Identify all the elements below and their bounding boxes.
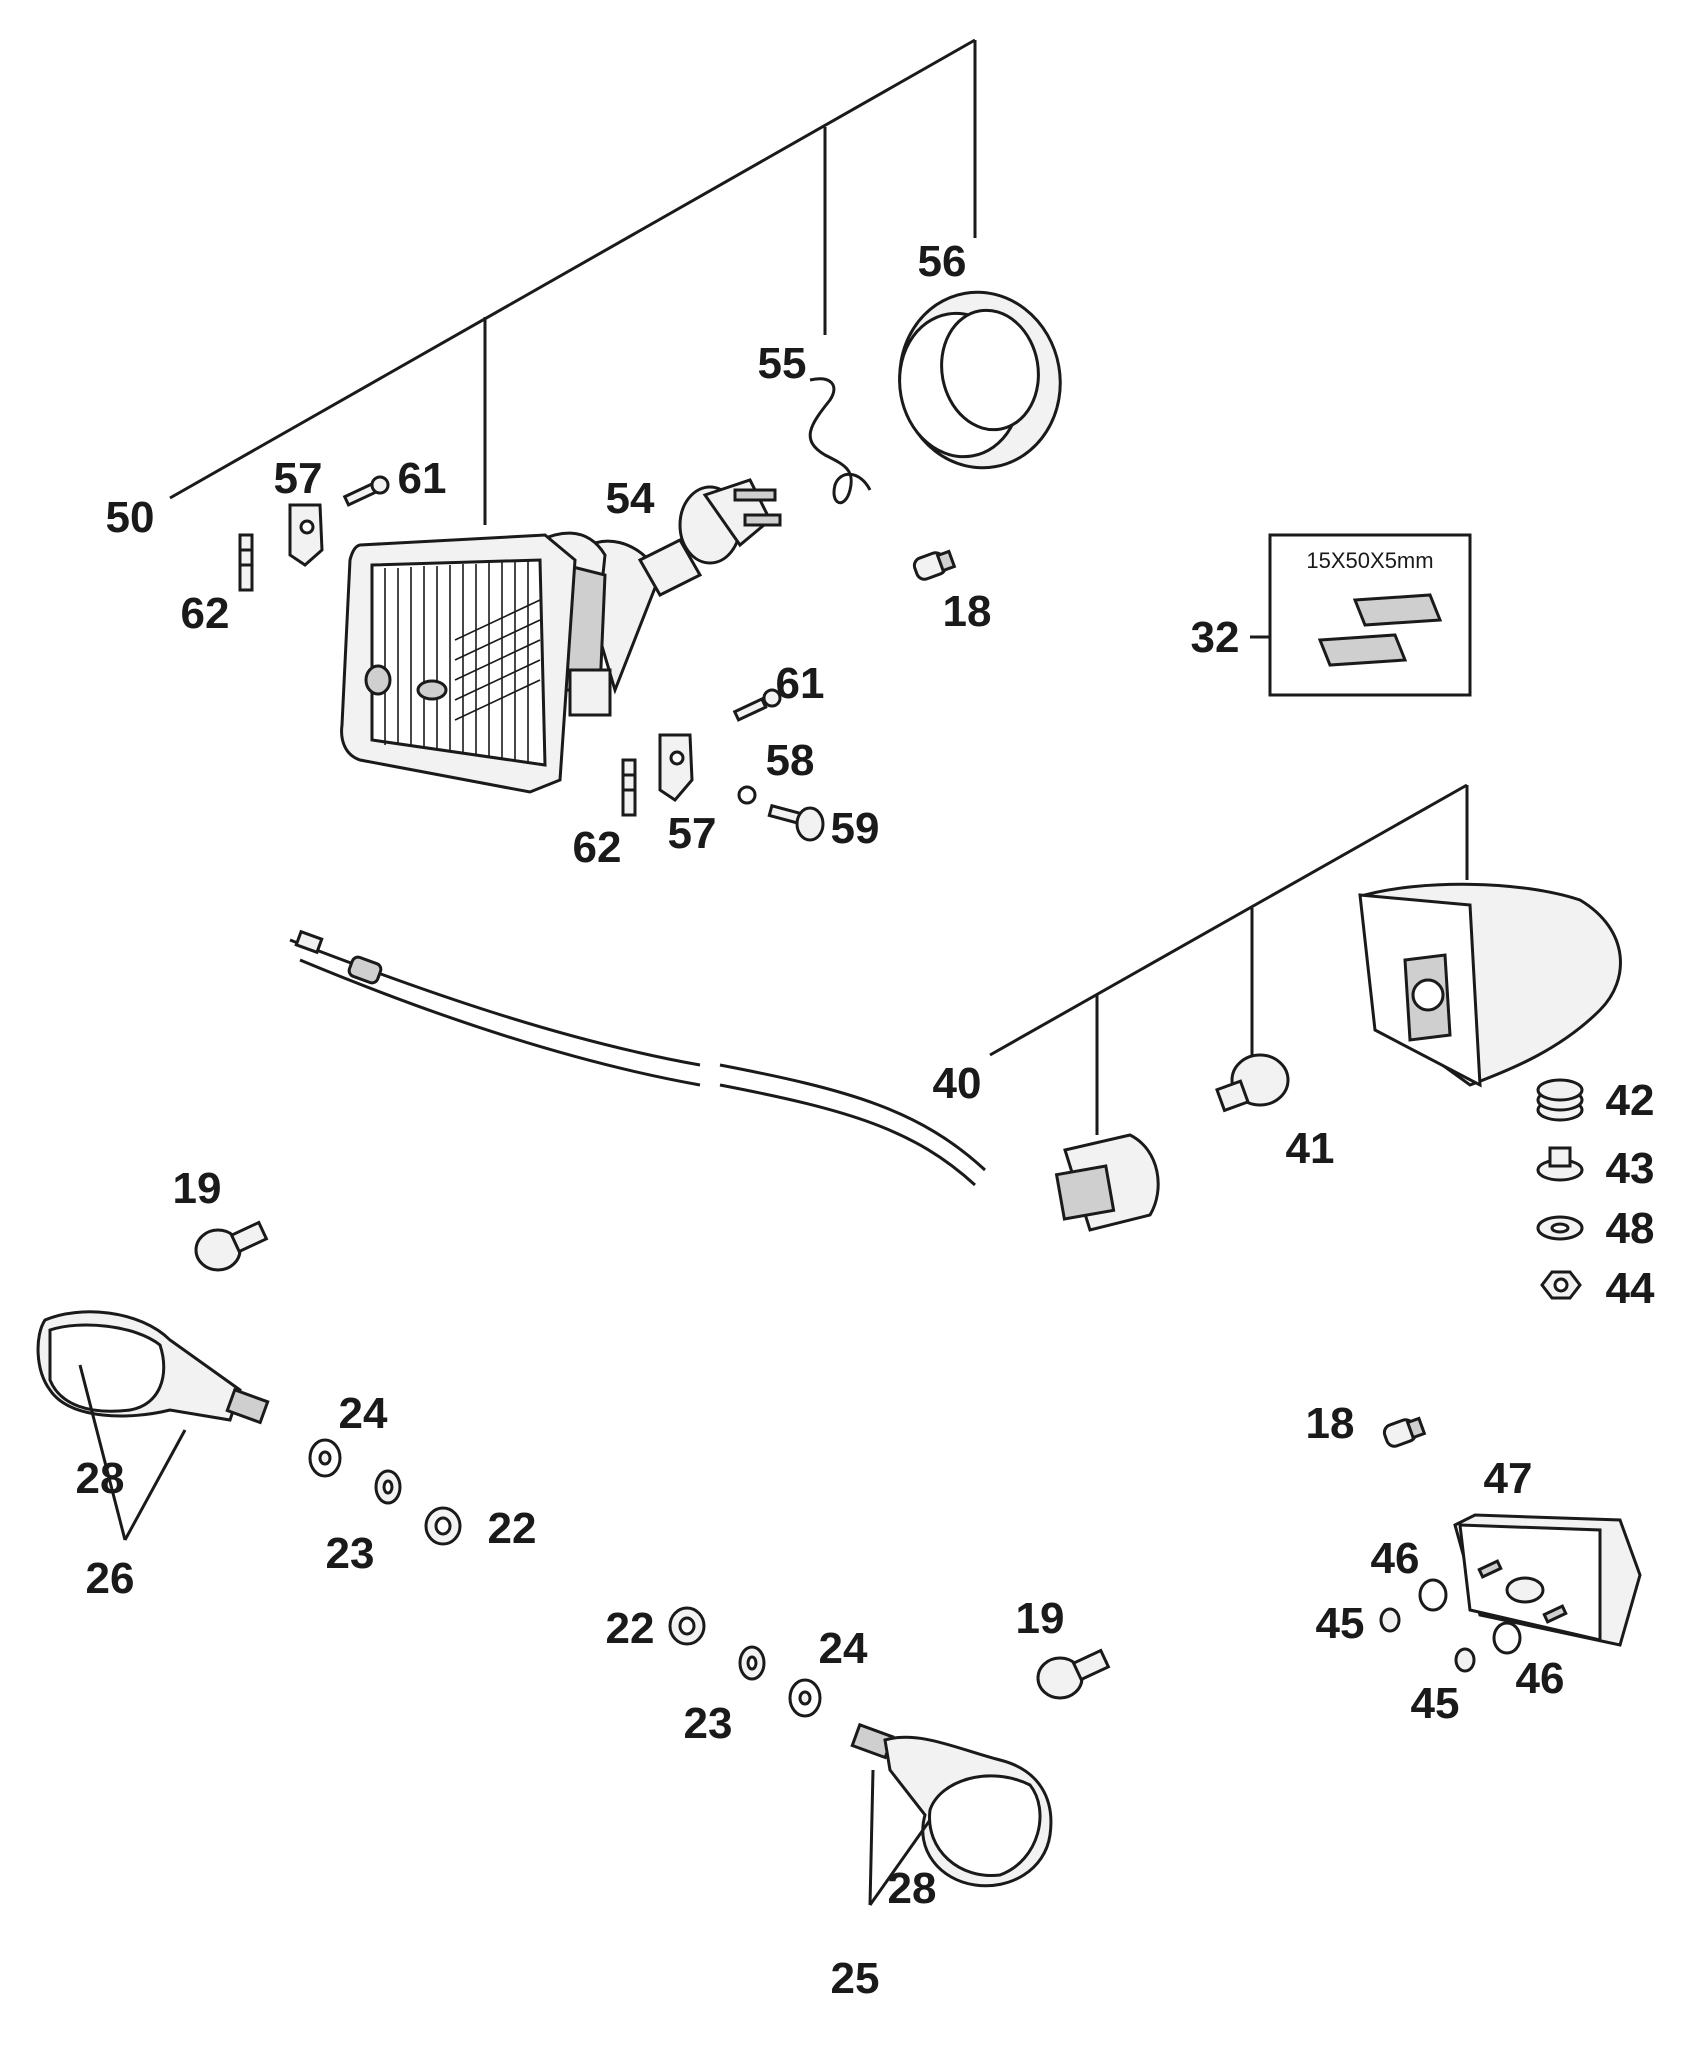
washer-58 (737, 785, 757, 805)
nut-45-lower (1454, 1647, 1476, 1673)
nut-23-left (374, 1469, 402, 1505)
bulb-socket (1054, 1133, 1160, 1232)
callout-62-upper: 62 (181, 589, 230, 638)
callout-46-lower: 46 (1516, 1654, 1565, 1703)
nut-23-right (738, 1645, 766, 1681)
cable (289, 929, 987, 1187)
callout-24-left: 24 (339, 1389, 388, 1438)
callout-45-lower: 45 (1411, 1679, 1460, 1728)
leader-26 (78, 1364, 187, 1541)
clip-upper (238, 533, 254, 592)
callout-24-right: 24 (819, 1624, 868, 1673)
screw-upper (342, 475, 390, 507)
callout-44: 44 (1606, 1264, 1655, 1313)
washer-24-right (788, 1678, 822, 1718)
callout-28-left: 28 (76, 1454, 125, 1503)
headlight-lens-hatch (384, 561, 541, 764)
callout-57-lower: 57 (668, 809, 717, 858)
grommet-42 (1536, 1078, 1584, 1122)
washer-46-lower (1492, 1621, 1522, 1655)
callout-56: 56 (918, 237, 967, 286)
callout-28-right: 28 (888, 1864, 937, 1913)
washer-24-left (308, 1438, 342, 1478)
callout-45-upper: 45 (1316, 1599, 1365, 1648)
spring-clip-55 (808, 377, 872, 504)
callout-41: 41 (1286, 1124, 1335, 1173)
ring-56 (898, 290, 1062, 470)
small-bulb-lower (1382, 1416, 1427, 1448)
turn-signal-left (36, 1310, 270, 1425)
callout-25: 25 (831, 1954, 880, 2003)
callout-labels: 50 57 61 62 54 55 56 18 32 61 58 59 57 6… (76, 237, 1655, 2003)
taillight-housing (1358, 882, 1622, 1088)
headlight-leader-lines (169, 38, 977, 525)
bulb-54 (637, 478, 782, 597)
washer-48 (1536, 1215, 1584, 1241)
license-light-47 (1453, 1513, 1642, 1647)
nut-22-left (424, 1506, 462, 1546)
screw-lower (732, 688, 782, 722)
callout-40: 40 (933, 1059, 982, 1108)
small-bulb-upper (912, 549, 957, 581)
spec-box-text: 15X50X5mm (1306, 548, 1433, 573)
bracket-lower (658, 733, 694, 802)
nut-43 (1536, 1146, 1584, 1182)
turn-signal-right (850, 1722, 1053, 1888)
taillight-leader-lines (989, 783, 1469, 1135)
callout-32: 32 (1191, 613, 1240, 662)
callout-62-lower: 62 (573, 823, 622, 872)
callout-18-upper: 18 (943, 587, 992, 636)
callout-48: 48 (1606, 1204, 1655, 1253)
callout-47: 47 (1484, 1454, 1533, 1503)
callout-23-left: 23 (326, 1529, 375, 1578)
bolt-59 (767, 803, 825, 842)
callout-18-lower: 18 (1306, 1399, 1355, 1448)
callout-55: 55 (758, 339, 807, 388)
bulb-41 (1215, 1053, 1290, 1113)
bulb-19-right (1036, 1648, 1111, 1700)
bracket-upper (288, 503, 324, 567)
callout-26: 26 (86, 1554, 135, 1603)
spec-box: 15X50X5mm (1250, 533, 1472, 697)
callout-22-left: 22 (488, 1504, 537, 1553)
leader-25 (868, 1769, 932, 1906)
callout-54: 54 (606, 474, 655, 523)
callout-46-upper: 46 (1371, 1534, 1420, 1583)
callout-43: 43 (1606, 1144, 1655, 1193)
clip-lower (621, 758, 637, 817)
callout-42: 42 (1606, 1076, 1655, 1125)
washer-46-upper (1418, 1578, 1448, 1612)
callout-23-right: 23 (684, 1699, 733, 1748)
callout-57-upper: 57 (274, 454, 323, 503)
nut-45-upper (1379, 1607, 1401, 1633)
callout-22-right: 22 (606, 1604, 655, 1653)
nut-44 (1540, 1270, 1582, 1300)
callout-61-upper: 61 (398, 454, 447, 503)
callout-59: 59 (831, 804, 880, 853)
callout-19-left: 19 (173, 1164, 222, 1213)
callout-19-right: 19 (1016, 1594, 1065, 1643)
bulb-19-left (194, 1220, 269, 1272)
callout-61-lower: 61 (776, 659, 825, 708)
nut-22-right (668, 1606, 706, 1646)
headlight-housing (340, 531, 662, 794)
callout-50: 50 (106, 493, 155, 542)
callout-58: 58 (766, 736, 815, 785)
